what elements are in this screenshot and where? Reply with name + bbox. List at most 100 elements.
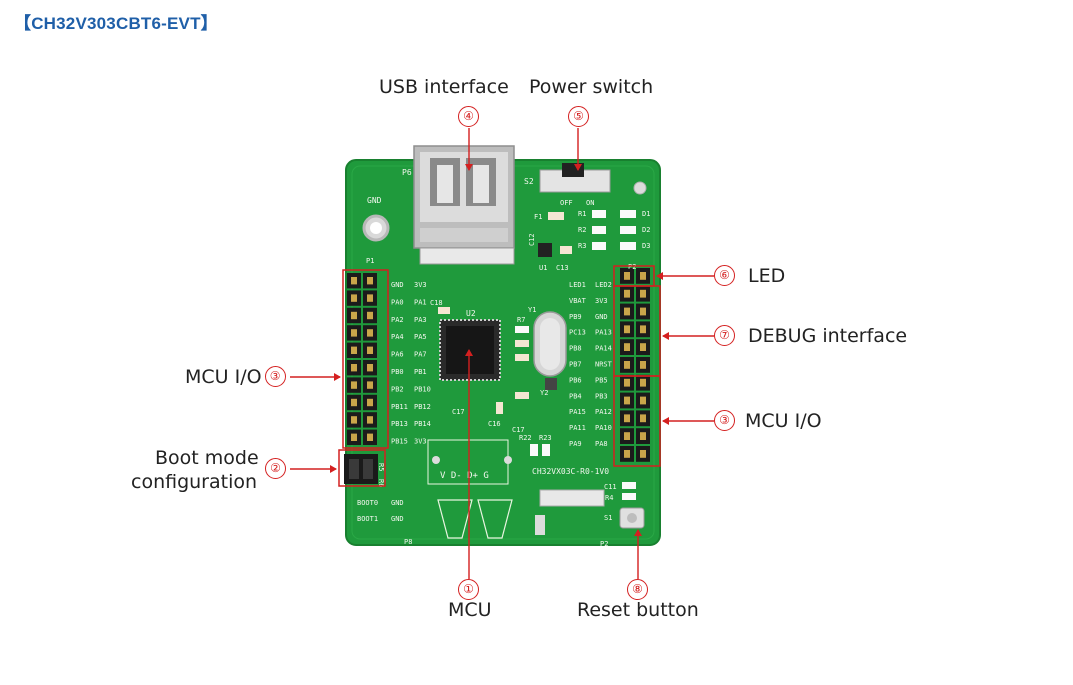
pin-label: PB0 xyxy=(391,368,404,376)
pin-label: PA11 xyxy=(569,424,586,432)
header-pin-post xyxy=(624,414,630,423)
silk-d3: D3 xyxy=(642,242,650,250)
pin-label: PB13 xyxy=(391,420,408,428)
pin-label: PA8 xyxy=(595,440,608,448)
pin-label: PB5 xyxy=(595,376,608,384)
silk-p8: P8 xyxy=(404,538,412,546)
silk-c13: C13 xyxy=(556,264,569,272)
silk-r3: R3 xyxy=(578,242,586,250)
header-pin-post xyxy=(367,381,373,389)
silk-c11: C11 xyxy=(604,483,617,491)
number-debug: ⑦ xyxy=(714,325,735,346)
pin-label: PA10 xyxy=(595,424,612,432)
silk-p2-top: P2 xyxy=(628,263,636,271)
pin-label: PA6 xyxy=(391,351,404,359)
pin-label: PB11 xyxy=(391,403,408,411)
silk-y2: Y2 xyxy=(540,389,548,397)
header-pin-post xyxy=(640,307,646,316)
highlight-left-io xyxy=(342,269,389,449)
label-reset-button: Reset button xyxy=(577,599,699,621)
label-debug-interface: DEBUG interface xyxy=(748,325,908,347)
number-boot: ② xyxy=(265,458,286,479)
highlight-right-io xyxy=(613,375,661,467)
header-pin-post xyxy=(640,325,646,334)
silk-c17: C17 xyxy=(452,408,465,416)
pin-label: 3V3 xyxy=(595,297,608,305)
label-led: LED xyxy=(748,265,786,287)
pin-label: PA1 xyxy=(414,298,427,306)
number-mcu: ① xyxy=(458,579,479,600)
pin-label: PB1 xyxy=(414,368,427,376)
header-pin-post xyxy=(624,343,630,351)
header-pin-post xyxy=(624,325,630,334)
header-pin-post xyxy=(367,346,373,354)
header-pin-post xyxy=(624,307,630,316)
pin-label: PB15 xyxy=(391,438,408,446)
pin-label: PA13 xyxy=(595,329,612,337)
silk-r7: R7 xyxy=(517,316,525,324)
silk-r2: R2 xyxy=(578,226,586,234)
label-mcu-io-right: MCU I/O xyxy=(745,410,822,432)
header-pin-post xyxy=(640,343,646,351)
number-mcu-io-left: ③ xyxy=(264,366,286,387)
pin-label: PB9 xyxy=(569,313,582,321)
silk-c16: C16 xyxy=(488,420,501,428)
header-pin-post xyxy=(624,272,630,280)
silk-boot-gnd-2: GND xyxy=(391,515,404,523)
silk-y1: Y1 xyxy=(528,306,536,314)
header-pin-post xyxy=(351,329,357,337)
page-title: 【CH32V303CBT6-EVT】 xyxy=(14,14,218,33)
silk-r6: R6 xyxy=(377,479,385,487)
silk-s2: S2 xyxy=(524,177,534,186)
pin-label: PB6 xyxy=(569,376,582,384)
pin-label: PA7 xyxy=(414,351,427,359)
number-reset: ⑧ xyxy=(627,579,648,600)
number-power: ⑤ xyxy=(568,106,589,127)
pin-label: PB14 xyxy=(414,420,431,428)
pin-label: LED1 xyxy=(569,281,586,289)
silk-on: ON xyxy=(586,199,594,207)
number-mcu-io-right: ③ xyxy=(714,410,735,431)
header-pin-post xyxy=(351,277,357,285)
pin-label: PB2 xyxy=(391,385,404,393)
pin-label: PB10 xyxy=(414,385,431,393)
pin-label: PA9 xyxy=(569,440,582,448)
pin-label: LED2 xyxy=(595,281,612,289)
mcu-chip xyxy=(446,326,494,374)
header-pin-post xyxy=(640,432,646,440)
pin-label: GND xyxy=(391,281,404,289)
left-pin-header xyxy=(347,273,377,445)
header-pin-post xyxy=(624,378,630,387)
header-pin-post xyxy=(351,416,357,424)
callout-arrows xyxy=(290,128,714,579)
header-pin-post xyxy=(351,346,357,354)
silk-d1: D1 xyxy=(642,210,650,218)
pin-label: PA12 xyxy=(595,408,612,416)
silk-usb-pins: V D- D+ G xyxy=(440,471,489,481)
pin-label: PA15 xyxy=(569,408,586,416)
usb-connector xyxy=(413,145,515,265)
pin-label: PA5 xyxy=(414,333,427,341)
header-pin-post xyxy=(367,398,373,407)
silk-u1: U1 xyxy=(539,264,547,272)
pin-label: 3V3 xyxy=(414,281,427,289)
pin-label: PB3 xyxy=(595,392,608,400)
header-pin-post xyxy=(640,361,646,369)
silk-f1: F1 xyxy=(534,213,542,221)
header-pin-post xyxy=(367,329,373,337)
silk-r1: R1 xyxy=(578,210,586,218)
silk-r22: R22 xyxy=(519,434,532,442)
silk-boot0: BOOT0 xyxy=(357,499,378,507)
header-pin-post xyxy=(367,416,373,424)
pin-label: PB12 xyxy=(414,403,431,411)
header-pin-post xyxy=(640,289,646,298)
silk-r4: R4 xyxy=(605,494,613,502)
silk-boot-gnd: GND xyxy=(391,499,404,507)
header-pin-post xyxy=(640,450,646,458)
header-pin-post xyxy=(367,294,373,302)
header-pin-post xyxy=(367,277,373,285)
